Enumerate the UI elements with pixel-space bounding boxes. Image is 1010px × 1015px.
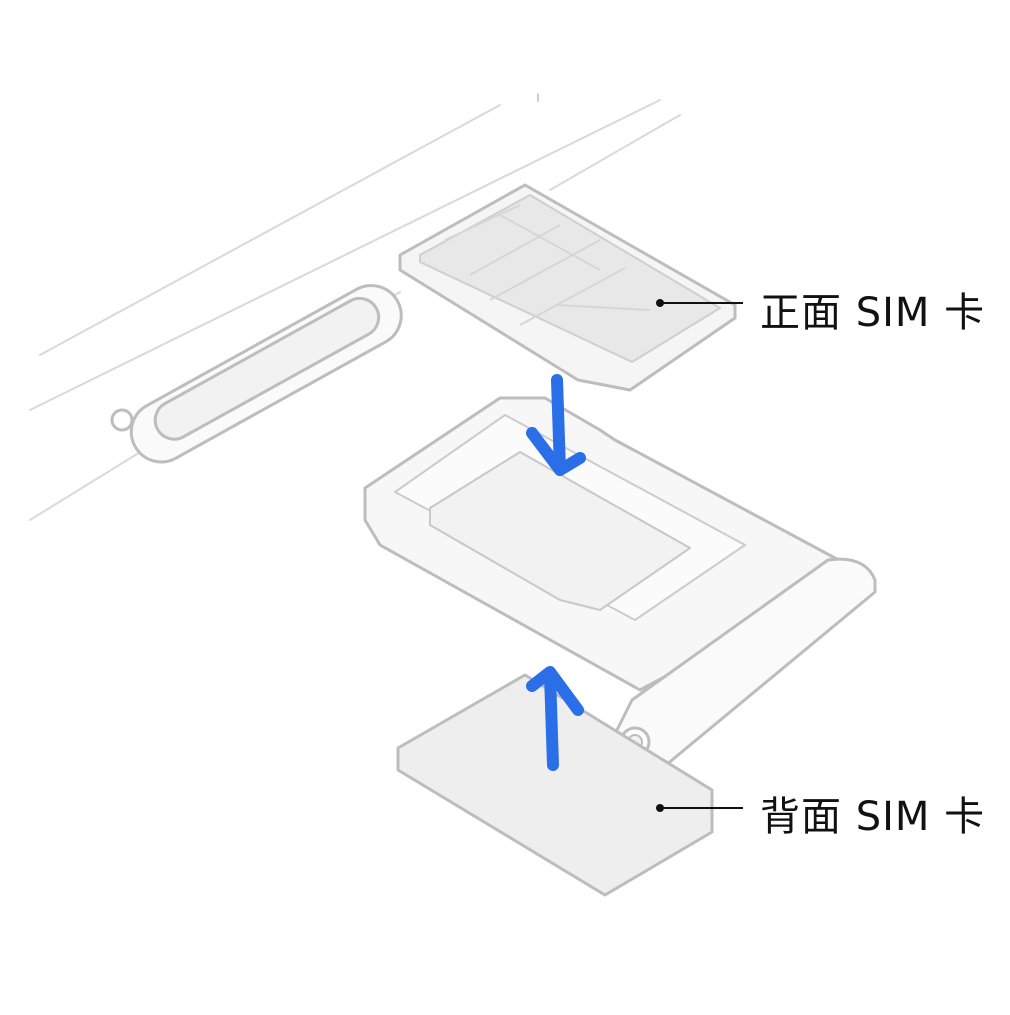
phone-sim-slot <box>110 284 403 464</box>
arrow-up-icon <box>526 666 584 771</box>
back-sim-label: 背面 SIM 卡 <box>760 794 986 840</box>
sim-tray <box>363 396 862 692</box>
back-sim-callout <box>656 804 743 812</box>
front-sim-callout <box>656 299 743 307</box>
sim-chip-contacts <box>444 204 651 326</box>
front-sim-card <box>398 183 737 392</box>
back-sim-card <box>396 673 714 897</box>
arrow-down-icon <box>526 374 586 476</box>
front-sim-label: 正面 SIM 卡 <box>760 290 986 336</box>
